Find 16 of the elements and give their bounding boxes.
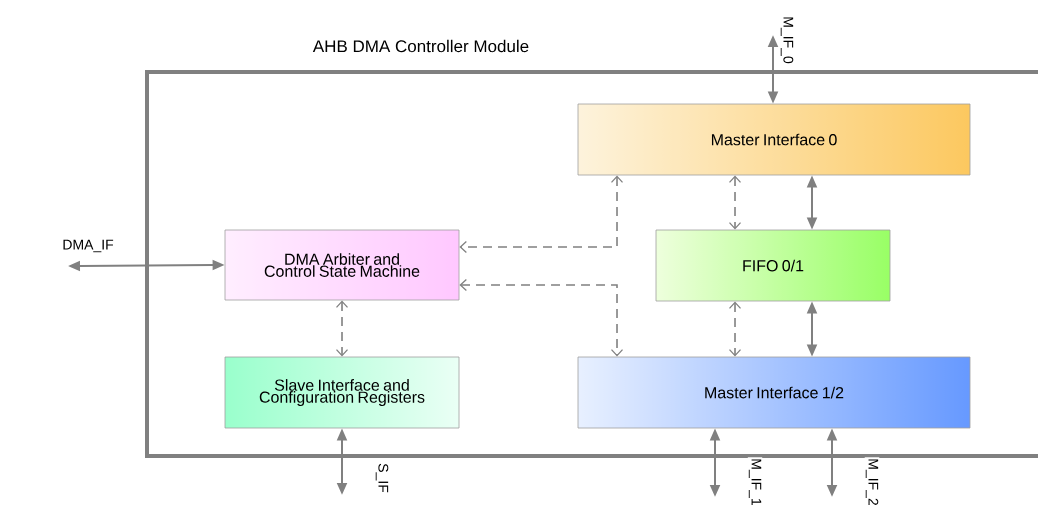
interface-box: Master Interface 0 (577, 103, 971, 176)
dashed-arrow (459, 278, 624, 357)
signal-label: M_IF_1 (747, 457, 763, 507)
buffer-box: FIFO 0/1 (655, 229, 891, 302)
signal-label: M_IF_2 (864, 457, 880, 507)
interface-box: Master Interface 1/2 (577, 356, 971, 429)
signal-label: S_IF (374, 462, 390, 494)
process-box: DMA Arbiter and Control State Machine (224, 229, 460, 301)
dashed-arrow (728, 175, 742, 230)
signal-label: M_IF_0 (779, 15, 795, 65)
module-title: AHB DMA Controller Module (312, 39, 529, 53)
register-box: Slave Interface and Configuration Registers (224, 356, 460, 429)
dashed-arrow (459, 175, 624, 254)
dashed-arrow (728, 301, 742, 357)
dashed-arrow (335, 300, 349, 357)
signal-label: DMA_IF (61, 238, 115, 254)
